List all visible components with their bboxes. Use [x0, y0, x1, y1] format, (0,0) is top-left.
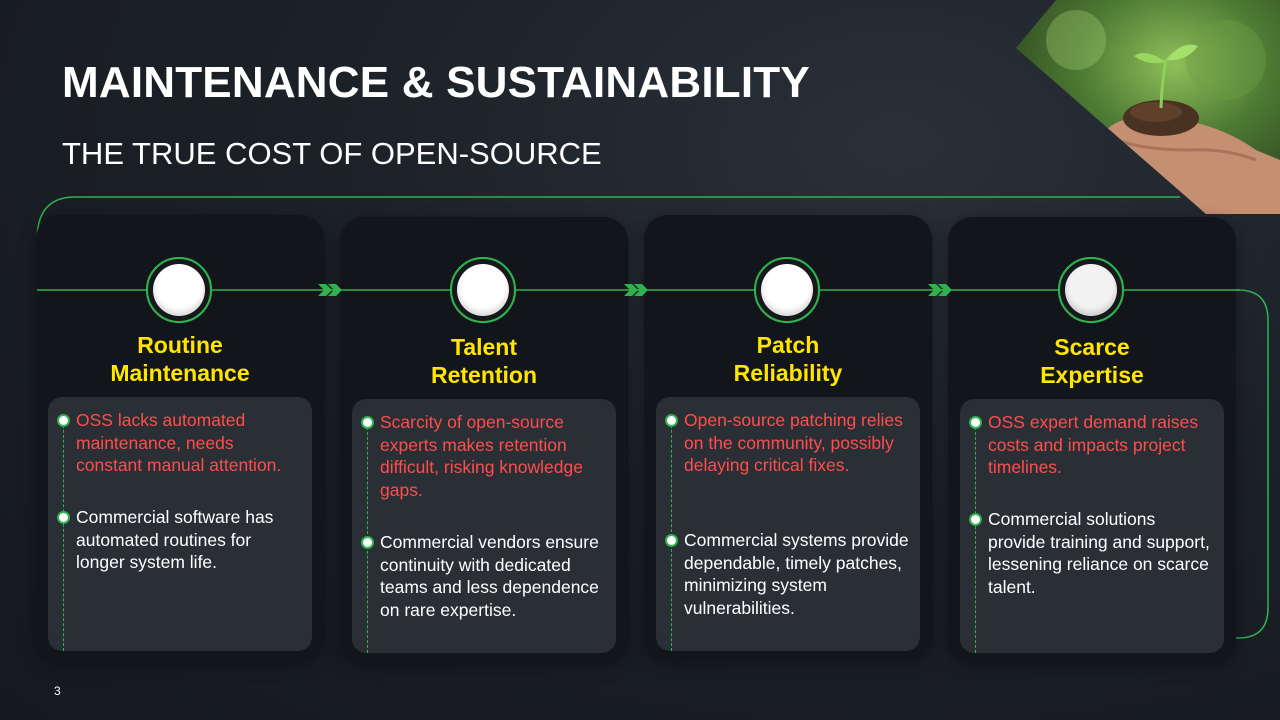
card-title: Talent Retention	[430, 334, 538, 388]
page-number: 3	[54, 684, 61, 698]
oss-point: OSS expert demand raises costs and impac…	[969, 411, 1214, 479]
commercial-point: Commercial systems provide dependable, t…	[665, 529, 910, 619]
bullet-dot-icon	[57, 511, 70, 524]
card-title: Patch Reliability	[733, 332, 843, 386]
timeline-dashed-line	[671, 415, 672, 651]
card-routine-maintenance: Routine Maintenance OSS lacks automated …	[36, 215, 324, 661]
step-node-icon	[146, 257, 212, 323]
step-node-icon	[450, 257, 516, 323]
seedling-in-hand-photo	[1016, 0, 1280, 214]
slide-subtitle: THE TRUE COST OF OPEN-SOURCE	[62, 136, 602, 171]
timeline-dashed-line	[63, 415, 64, 651]
step-node-icon	[754, 257, 820, 323]
bullet-dot-icon	[361, 536, 374, 549]
card-panel: Open-source patching relies on the commu…	[656, 397, 920, 651]
step-node-icon	[1058, 257, 1124, 323]
timeline-dashed-line	[367, 417, 368, 653]
commercial-point: Commercial vendors ensure continuity wit…	[361, 531, 606, 621]
card-panel: OSS lacks automated maintenance, needs c…	[48, 397, 312, 651]
bullet-dot-icon	[969, 416, 982, 429]
card-patch-reliability: Patch Reliability Open-source patching r…	[644, 215, 932, 661]
card-panel: Scarcity of open-source experts makes re…	[352, 399, 616, 653]
bullet-dot-icon	[665, 414, 678, 427]
card-panel: OSS expert demand raises costs and impac…	[960, 399, 1224, 653]
oss-point: OSS lacks automated maintenance, needs c…	[57, 409, 302, 477]
card-scarce-expertise: Scarce Expertise OSS expert demand raise…	[948, 217, 1236, 663]
bullet-dot-icon	[969, 513, 982, 526]
timeline-dashed-line	[975, 417, 976, 653]
card-title: Scarce Expertise	[1040, 334, 1144, 388]
bullet-dot-icon	[57, 414, 70, 427]
commercial-point: Commercial software has automated routin…	[57, 506, 302, 574]
commercial-point: Commercial solutions provide training an…	[969, 508, 1214, 598]
oss-point: Open-source patching relies on the commu…	[665, 409, 910, 477]
slide-title: MAINTENANCE & SUSTAINABILITY	[62, 58, 810, 107]
oss-point: Scarcity of open-source experts makes re…	[361, 411, 606, 501]
bullet-dot-icon	[361, 416, 374, 429]
bullet-dot-icon	[665, 534, 678, 547]
card-talent-retention: Talent Retention Scarcity of open-source…	[340, 217, 628, 663]
card-title: Routine Maintenance	[110, 332, 250, 386]
